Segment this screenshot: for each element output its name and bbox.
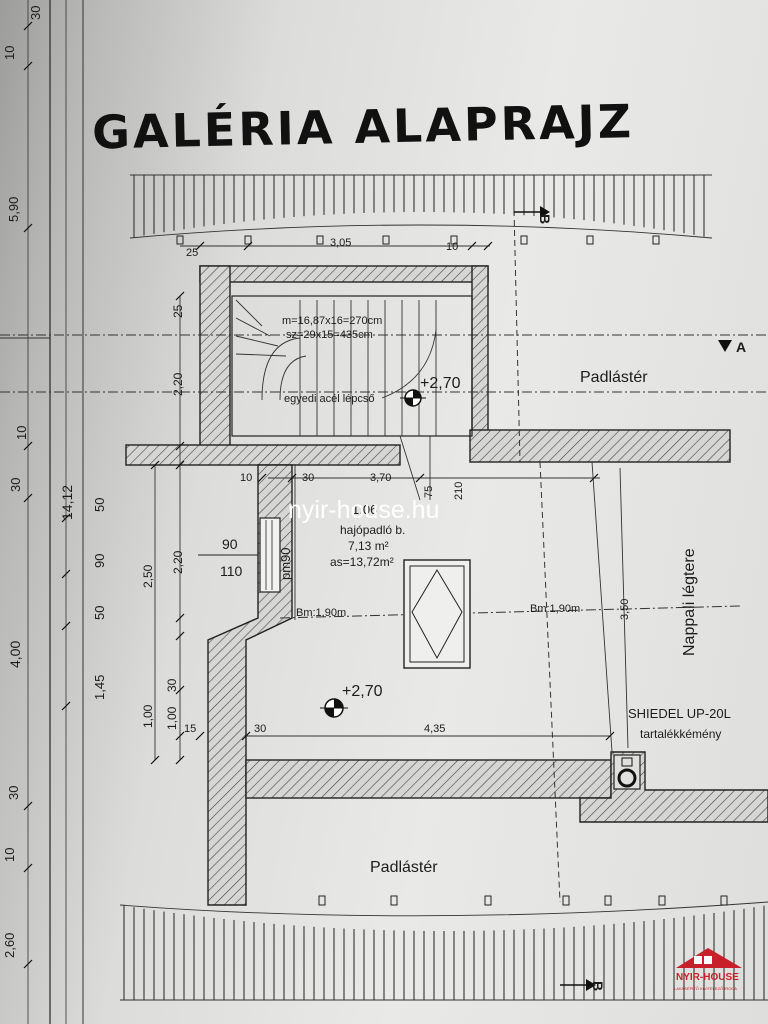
dim-75: 75 bbox=[423, 486, 435, 498]
dim-outer-item: 5,90 bbox=[6, 197, 21, 222]
dim-left-25: 25 bbox=[171, 304, 185, 318]
stair-spec-m: m=16,87x16=270cm bbox=[282, 315, 382, 327]
door-width: 90 bbox=[222, 536, 238, 552]
room-attic-top: Padlástér bbox=[580, 369, 648, 386]
dim-left-30: 30 bbox=[165, 678, 179, 692]
door-height: 110 bbox=[220, 563, 243, 579]
stair-label: egyedi acél lépcső bbox=[284, 393, 375, 405]
svg-text:B: B bbox=[590, 981, 606, 991]
dim-outer-item: 90 bbox=[92, 554, 107, 568]
dim-outer-item: 30 bbox=[28, 6, 43, 20]
height-left: Bm:1,90m bbox=[296, 607, 346, 619]
dim-outer-item: 1,45 bbox=[92, 675, 107, 700]
stair-spec-sz: sz=29x15=435cm bbox=[286, 329, 373, 341]
dim-left-100a: 1,00 bbox=[141, 704, 155, 728]
chimney-desc: tartalékkémény bbox=[640, 727, 721, 741]
stair bbox=[231, 295, 473, 501]
dim-370: 3,70 bbox=[370, 472, 391, 484]
dim-outer-item: 10 bbox=[14, 426, 29, 440]
dim-outer-item: 10 bbox=[2, 46, 17, 60]
stair-level: +2,70 bbox=[420, 375, 461, 392]
dim-outer-400: 4,00 bbox=[7, 641, 23, 668]
dim-outer-item: 50 bbox=[92, 606, 107, 620]
room-as: as=13,72m² bbox=[330, 555, 394, 569]
company-logo: NYIR-HOUSE LAKÁSÉPÍTŐ KIVITELEZŐ IRODA bbox=[674, 948, 742, 991]
dim-top-10: 10 bbox=[446, 241, 458, 253]
svg-text:LAKÁSÉPÍTŐ KIVITELEZŐ IRODA: LAKÁSÉPÍTŐ KIVITELEZŐ IRODA bbox=[674, 986, 737, 991]
dim-left-100b: 1,00 bbox=[165, 706, 179, 730]
plan-title: GALÉRIA ALAPRAJZ bbox=[92, 94, 635, 159]
room-level: +2,70 bbox=[342, 683, 383, 700]
dim-top-25: 25 bbox=[186, 247, 198, 259]
door bbox=[198, 517, 281, 593]
level-marker-stair bbox=[400, 389, 426, 407]
svg-text:B: B bbox=[537, 214, 553, 224]
dim-15: 15 bbox=[184, 723, 196, 735]
door-marker: pm90 bbox=[278, 547, 293, 580]
section-marker-a: A bbox=[718, 339, 746, 355]
dim-outer-1412: 14,12 bbox=[59, 485, 75, 520]
room-living-void: Nappali légtere bbox=[681, 548, 698, 656]
chimney-type: SHIEDEL UP-20L bbox=[628, 706, 731, 721]
level-marker-gallery bbox=[320, 698, 348, 718]
dim-350: 3,50 bbox=[619, 599, 631, 620]
room-floor: hajópadló b. bbox=[340, 523, 405, 537]
height-right: Bm:1,90m bbox=[530, 603, 580, 615]
dim-210: 210 bbox=[453, 482, 465, 500]
roof-edge-top bbox=[129, 174, 713, 239]
roof-edge-bottom bbox=[119, 901, 768, 1001]
dim-outer-item: 30 bbox=[6, 786, 21, 800]
section-marker-b-bottom: B bbox=[560, 979, 606, 991]
dimension-ticks bbox=[23, 21, 615, 969]
dimension-lines bbox=[27, 0, 629, 1024]
room-attic-bottom: Padlástér bbox=[370, 859, 438, 876]
dim-outer-item: 2,60 bbox=[2, 933, 17, 958]
dim-outer-item: 30 bbox=[8, 478, 23, 492]
dim-left-220b: 2,20 bbox=[171, 550, 185, 574]
dim-left-220a: 2,20 bbox=[171, 372, 185, 396]
dim-top-305: 3,05 bbox=[330, 237, 351, 249]
dim-left-250: 2,50 bbox=[141, 564, 155, 588]
dim-30: 30 bbox=[302, 472, 314, 484]
outer-dimension-chain: 30 10 5,90 10 30 50 90 50 1,45 30 10 2,60 bbox=[2, 6, 107, 958]
svg-text:A: A bbox=[736, 339, 746, 355]
dim-435: 4,35 bbox=[424, 723, 445, 735]
dim-outer-item: 10 bbox=[2, 848, 17, 862]
room-area: 7,13 m² bbox=[348, 539, 389, 553]
dim-10: 10 bbox=[240, 472, 252, 484]
roof-window bbox=[403, 559, 471, 669]
svg-text:NYIR-HOUSE: NYIR-HOUSE bbox=[676, 972, 739, 983]
dim-30b: 30 bbox=[254, 723, 266, 735]
section-marker-b-top: B bbox=[514, 206, 553, 224]
dim-outer-item: 50 bbox=[92, 498, 107, 512]
watermark: nyir-house.hu bbox=[288, 496, 439, 524]
room-number: 1.06 bbox=[352, 502, 377, 517]
